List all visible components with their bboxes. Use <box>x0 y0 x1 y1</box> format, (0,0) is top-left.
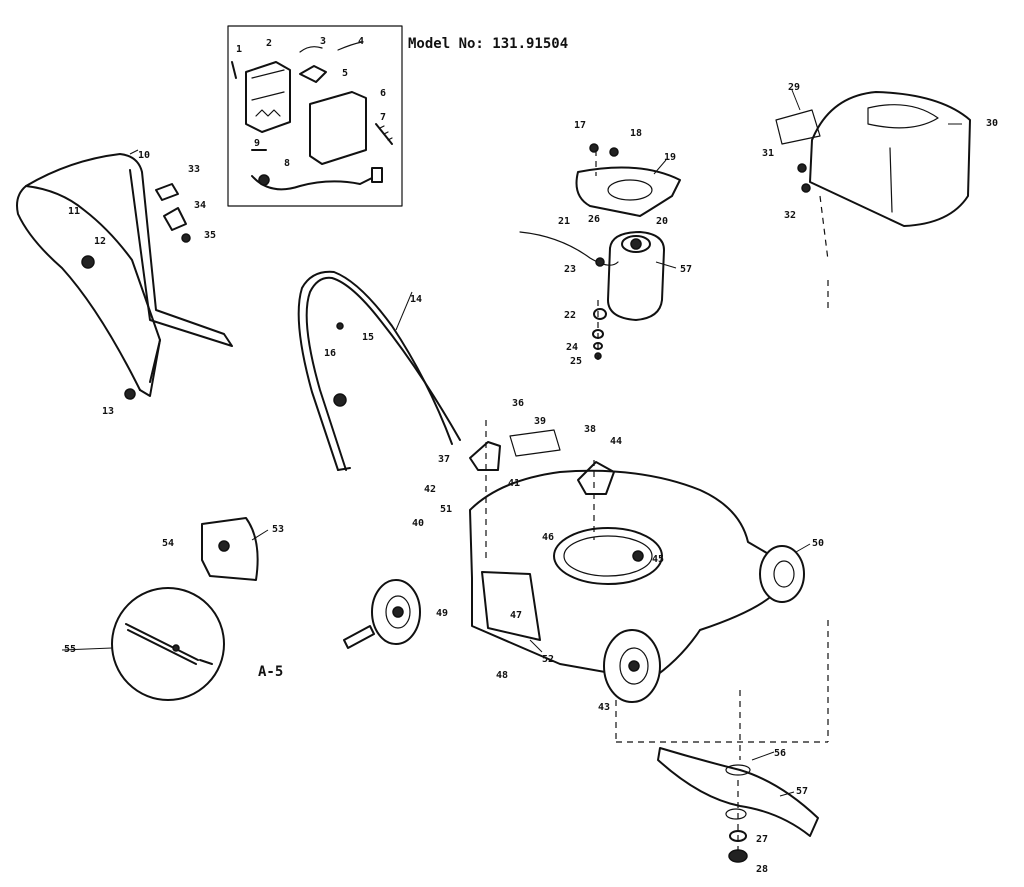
part-label: 5 <box>342 68 348 79</box>
part-label: 10 <box>138 150 150 161</box>
leader-lines <box>61 89 962 797</box>
model-number: Model No: 131.91504 <box>408 36 568 52</box>
part-label: 25 <box>570 356 582 367</box>
part-label: 7 <box>380 112 386 123</box>
part-label: 36 <box>512 398 524 409</box>
mower-deck <box>469 420 779 681</box>
part-label: 23 <box>564 264 576 275</box>
switch-box-inset <box>227 25 403 207</box>
part-label: 45 <box>652 554 664 565</box>
part-label: 8 <box>284 158 290 169</box>
main-handle <box>16 153 233 400</box>
part-label: 33 <box>188 164 200 175</box>
part-label: 50 <box>812 538 824 549</box>
part-label: 57 <box>680 264 692 275</box>
part-label: 16 <box>324 348 336 359</box>
part-label: 41 <box>508 478 520 489</box>
part-label: 14 <box>410 294 422 305</box>
lower-handle <box>297 270 461 471</box>
part-label: 55 <box>64 644 76 655</box>
part-label: 30 <box>986 118 998 129</box>
handle-fasteners <box>155 183 191 243</box>
part-label: 21 <box>558 216 570 227</box>
part-label: 6 <box>380 88 386 99</box>
part-label: 37 <box>438 454 450 465</box>
part-label: 46 <box>542 532 554 543</box>
part-label: 3 <box>320 36 326 47</box>
part-labels: 1 2 3 4 5 6 7 8 9 10 11 12 13 14 15 16 1… <box>64 36 998 875</box>
part-label: 26 <box>588 214 600 225</box>
part-label: 27 <box>756 834 768 845</box>
part-label: 18 <box>630 128 642 139</box>
part-label: 34 <box>194 200 206 211</box>
part-label: 13 <box>102 406 114 417</box>
part-label: 42 <box>424 484 436 495</box>
part-label: 40 <box>412 518 424 529</box>
motor-cover <box>775 91 971 310</box>
part-label: 31 <box>762 148 774 159</box>
part-label: 15 <box>362 332 374 343</box>
part-label: 53 <box>272 524 284 535</box>
part-label: 29 <box>788 82 800 93</box>
part-label: 44 <box>610 436 622 447</box>
part-label: 4 <box>358 36 364 47</box>
part-label: 48 <box>496 670 508 681</box>
part-label: 1 <box>236 44 242 55</box>
part-label: 22 <box>564 310 576 321</box>
part-label: 49 <box>436 608 448 619</box>
part-label: 35 <box>204 230 216 241</box>
part-label: 12 <box>94 236 106 247</box>
part-label: 28 <box>756 864 768 875</box>
part-label: 39 <box>534 416 546 427</box>
axle-detail-circle <box>111 587 225 701</box>
wheels <box>343 545 805 703</box>
part-label: 54 <box>162 538 174 549</box>
part-label: 32 <box>784 210 796 221</box>
part-label: 17 <box>574 120 586 131</box>
motor-assembly <box>519 143 681 360</box>
part-label: 38 <box>584 424 596 435</box>
part-label: 2 <box>266 38 272 49</box>
part-label: 24 <box>566 342 578 353</box>
part-label: 11 <box>68 206 80 217</box>
blade-assembly <box>615 620 829 863</box>
part-label: 57 <box>796 786 808 797</box>
rear-flap <box>201 517 259 581</box>
part-label: 52 <box>542 654 554 665</box>
part-label: 47 <box>510 610 522 621</box>
part-label: 43 <box>598 702 610 713</box>
figure-code: A-5 <box>258 664 283 680</box>
part-label: 19 <box>664 152 676 163</box>
part-label: 20 <box>656 216 668 227</box>
part-label: 56 <box>774 748 786 759</box>
part-label: 51 <box>440 504 452 515</box>
part-label: 9 <box>254 138 260 149</box>
